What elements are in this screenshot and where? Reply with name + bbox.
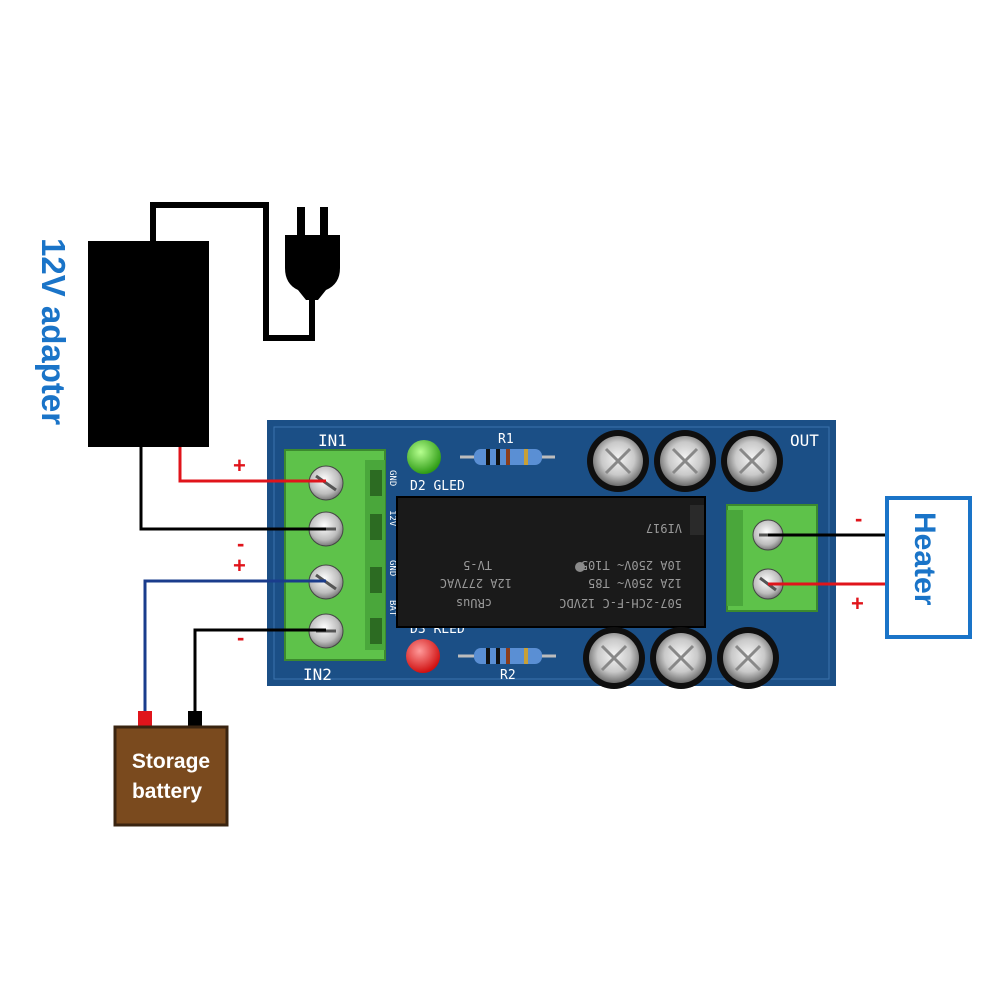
power-adapter [88,202,340,447]
out-negative-mark: - [855,506,862,531]
pin-label: GND [387,470,397,486]
capacitor-icon [654,430,716,492]
battery-body [113,725,229,827]
relay-board: IN1 IN2 OUT GND 12V GND BAT D2 GLED D3 R… [267,420,836,689]
capacitor-icon [587,430,649,492]
adapter-positive-wire [178,447,326,483]
adapter-cord [150,202,315,341]
wires [139,447,887,712]
green-led [407,440,441,474]
heater-label: Heater [908,512,941,606]
in1-label: IN1 [318,431,347,450]
heater-box [885,496,972,639]
in2-label: IN2 [303,665,332,684]
screw-icon [308,465,344,501]
out-label: OUT [790,431,819,450]
storage-battery: Storage battery [113,711,229,827]
pin-label: 12V [387,510,397,527]
out-positive-mark: + [851,591,864,616]
relay: 507-2CH-F-C 12VDC 12A 250V~ T85 10A 250V… [396,496,706,628]
battery-negative-wire [193,628,326,712]
relay-text: 10A 250V~ T105 [581,558,682,572]
in1-negative-mark: - [237,531,244,556]
output-terminal-block [726,504,818,612]
d2-label: D2 GLED [410,479,465,494]
battery-label-line2: battery [132,780,202,803]
adapter-label: 12V adapter [35,238,72,425]
relay-text: cRUus [456,596,492,610]
battery-positive-terminal [138,711,152,727]
heater: Heater [885,496,972,639]
capacitor-icon [650,627,712,689]
relay-text: 12A 250V~ T85 [588,576,682,590]
battery-negative-terminal [188,711,202,727]
adapter-negative-wire [139,447,326,531]
relay-text: VI917 [646,521,682,535]
r2-label: R2 [500,668,516,683]
in2-positive-mark: + [233,553,246,578]
in1-positive-mark: + [233,453,246,478]
input-terminal-block [284,449,386,661]
relay-text: TV-5 [463,558,492,572]
plug-icon [285,207,340,300]
adapter-body [88,241,209,447]
capacitor-icon [583,627,645,689]
capacitor-icon [721,430,783,492]
resistor-r1 [460,449,555,465]
battery-positive-wire [143,579,326,712]
resistor-r2 [458,648,556,664]
pin-label: BAT [387,600,397,617]
in2-negative-mark: - [237,625,244,650]
battery-label-line1: Storage [132,750,210,773]
pin-label: GND [387,560,397,576]
capacitor-icon [717,627,779,689]
relay-text: 507-2CH-F-C 12VDC [559,596,682,610]
relay-text: 12A 277VAC [440,576,512,590]
red-led [406,639,440,673]
r1-label: R1 [498,432,514,447]
